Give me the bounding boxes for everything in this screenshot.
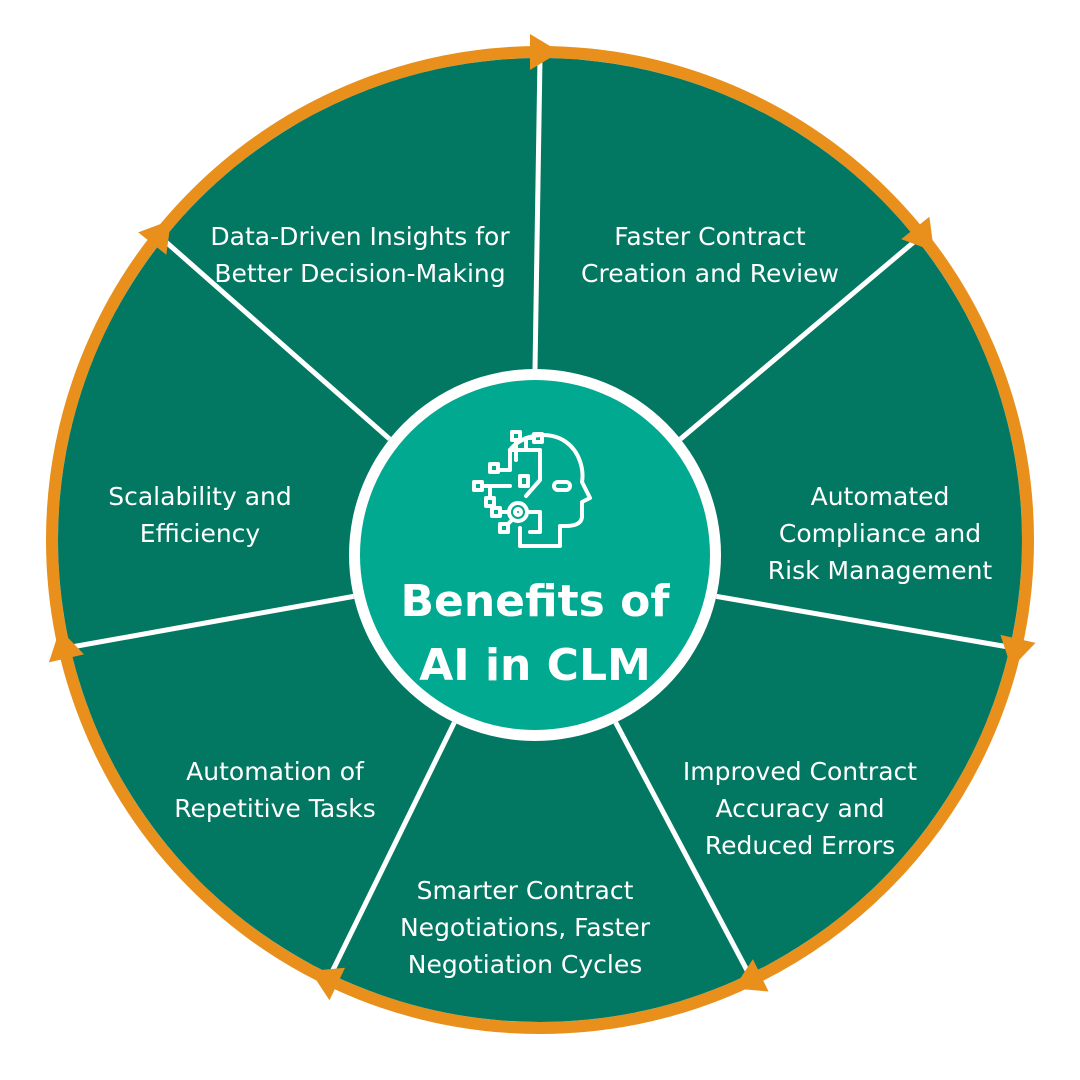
segment-divider bbox=[532, 57, 543, 370]
segment-divider bbox=[678, 237, 919, 441]
ring-arrowheads bbox=[48, 34, 1036, 1001]
segment-label-improved-accuracy: Improved Contract Accuracy and Reduced E… bbox=[682, 757, 918, 860]
ring-arrowhead bbox=[901, 216, 935, 252]
ai-head-circuit-icon bbox=[472, 430, 592, 548]
ring-arrowhead bbox=[138, 220, 171, 255]
center-title: Benefits of AI in CLM bbox=[360, 570, 710, 698]
segment-label-automated-compliance: Automated Compliance and Risk Management bbox=[767, 482, 993, 585]
segment-divider bbox=[613, 721, 752, 976]
ring-arrowhead bbox=[530, 34, 560, 70]
center-title-line-2: AI in CLM bbox=[419, 640, 651, 691]
segment-divider bbox=[715, 593, 1011, 650]
segment-label-automation-repetitive: Automation of Repetitive Tasks bbox=[174, 757, 376, 823]
segment-divider bbox=[161, 237, 392, 441]
center-circle bbox=[360, 380, 710, 730]
segment-divider bbox=[69, 593, 355, 650]
ring-arrowhead bbox=[1000, 634, 1036, 669]
segment-label-faster-contract-creation: Faster Contract Creation and Review bbox=[581, 222, 839, 288]
ring-arrowhead bbox=[310, 967, 346, 1001]
segment-label-scalability: Scalability and Efficiency bbox=[108, 482, 292, 548]
segment-label-data-driven-insights: Data-Driven Insights for Better Decision… bbox=[210, 222, 510, 288]
center-title-line-1: Benefits of bbox=[400, 576, 670, 627]
segment-label-smarter-negotiations: Smarter Contract Negotiations, Faster Ne… bbox=[399, 876, 650, 979]
segment-dividers bbox=[69, 57, 1011, 976]
segment-divider bbox=[328, 721, 457, 976]
ring-arrowhead bbox=[733, 959, 769, 992]
ring-arrowhead bbox=[48, 629, 85, 663]
